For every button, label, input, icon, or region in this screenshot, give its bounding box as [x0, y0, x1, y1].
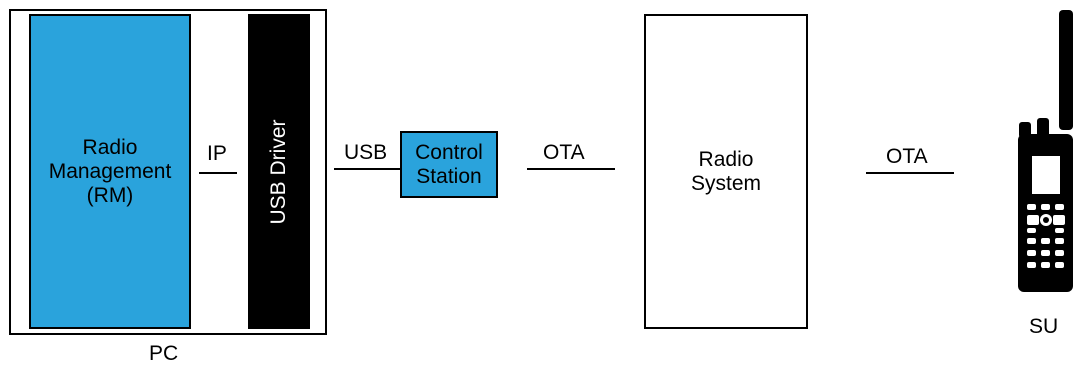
- usb-driver-label: USB Driver: [267, 118, 290, 225]
- ota-left-label: OTA: [543, 141, 585, 164]
- radio-management-box: Radio Management (RM): [29, 14, 191, 329]
- control-station-box: Control Station: [400, 131, 498, 198]
- handheld-radio-icon: [1018, 10, 1073, 292]
- usb-connector-line: [334, 168, 400, 170]
- ip-label: IP: [207, 142, 227, 165]
- ip-connector-line: [199, 172, 237, 174]
- ota-right-line: [866, 172, 954, 174]
- usb-driver-box: USB Driver: [248, 14, 310, 329]
- control-station-label: Control Station: [415, 140, 483, 188]
- radio-system-box: Radio System: [644, 14, 808, 329]
- su-label: SU: [1029, 315, 1059, 338]
- pc-box: [9, 9, 327, 335]
- pc-label: PC: [149, 342, 179, 365]
- radio-management-label: Radio Management (RM): [48, 135, 172, 207]
- ota-right-label: OTA: [886, 145, 928, 168]
- radio-system-label: Radio System: [690, 147, 761, 195]
- usb-label: USB: [344, 141, 388, 164]
- ota-left-line: [527, 168, 615, 170]
